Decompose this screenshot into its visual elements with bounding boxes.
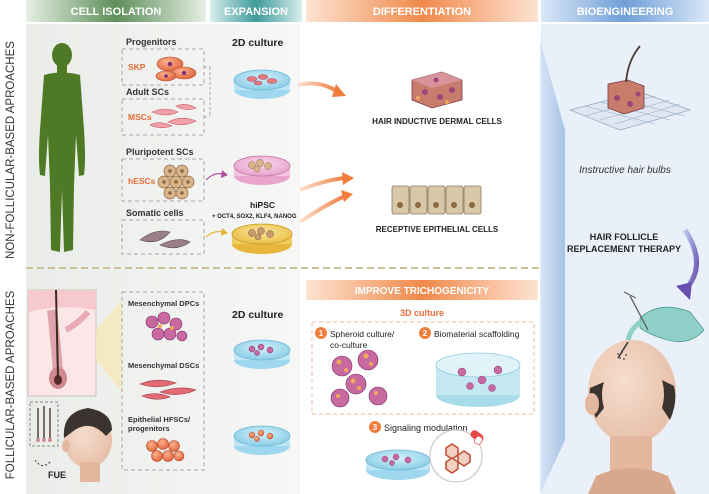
box-pluripotent-scs [121, 158, 205, 202]
label-improve-trichogenicity: IMPROVE TRICHOGENICITY [355, 286, 490, 297]
arrow-to-epithelial-1 [299, 176, 346, 192]
fue-arrow [34, 459, 51, 466]
label-therapy-line1: HAIR FOLLICLE [590, 232, 659, 242]
banner-improve-trichogenicity [306, 280, 538, 300]
dish-2d-top [233, 69, 291, 99]
epithelial-nuclei [397, 202, 475, 208]
arrow-somatic-to-dish [205, 230, 223, 238]
box-follicular-sources [121, 291, 205, 471]
dish-2d-follicular-2 [233, 425, 291, 455]
header-expansion [210, 0, 302, 22]
label-epithelial-hfscs: Epithelial HFSCs/ [128, 415, 191, 424]
badge-3-label: 3 [373, 423, 378, 432]
label-hescs: hESCs [128, 176, 156, 186]
box-somatic-cells [121, 219, 205, 255]
arrow-hesc-to-dish [205, 173, 223, 181]
arrow-to-epithelial-2 [298, 194, 346, 224]
arrow-head-somatic [221, 228, 228, 236]
label-adult-scs: Adult SCs [126, 87, 169, 97]
label-progenitors: Progenitors [126, 37, 177, 47]
side-label-non-follicular: NON-FOLLICULAR-BASED APROACHES [5, 41, 17, 259]
label-2d-culture-top: 2D culture [232, 37, 284, 49]
arrow-head-transplant [676, 282, 692, 300]
header-bioengineering-label: BIOENGINEERING [577, 6, 674, 18]
side-label-follicular: FOLLICULAR-BASED APROACHES [5, 290, 17, 479]
molecule-zoom-icon [429, 429, 484, 483]
label-mesenchymal-dscs: Mesenchymal DSCs [128, 361, 199, 370]
header-cell-isolation [26, 0, 206, 22]
gloved-hand-icon [617, 291, 705, 359]
badge-1 [315, 327, 327, 339]
dish-pink [233, 155, 291, 185]
label-skp: SKP [128, 62, 146, 72]
skp-cells-icon [155, 56, 197, 82]
hfsc-cells-icon [146, 438, 185, 462]
dish-yellow [231, 223, 293, 254]
fue-grafts-icon [37, 406, 51, 440]
dpc-cells-icon [145, 311, 188, 342]
label-hipsc: hiPSC [250, 200, 275, 210]
dsc-cells-icon [139, 379, 197, 400]
label-spheroid-2: co-culture [330, 340, 368, 350]
big-blue-arrow [540, 40, 565, 494]
hesc-nuclei [162, 169, 190, 195]
box-3d-culture [311, 321, 535, 415]
label-epithelial-progenitors: progenitors [128, 424, 170, 433]
arrow-head-epithelial-1 [342, 172, 354, 185]
arrow-head-hesc [221, 170, 228, 178]
zoom-wedge [96, 300, 122, 392]
dermal-cells-icon [411, 71, 463, 109]
header-differentiation-label: DIFFERENTIATION [373, 6, 471, 18]
label-instructive-hair-bulbs: Instructive hair bulbs [579, 165, 671, 176]
spheroids-icon [330, 349, 388, 408]
human-silhouette-icon [39, 43, 85, 252]
badge-1-label: 1 [319, 329, 324, 338]
label-pluripotent-scs: Pluripotent SCs [126, 147, 194, 157]
arrow-head-epithelial-2 [341, 190, 353, 202]
header-differentiation [306, 0, 538, 22]
label-mscs: MSCs [128, 112, 152, 122]
label-somatic-cells: Somatic cells [126, 208, 184, 218]
label-fue: FUE [48, 470, 66, 480]
donor-head-icon [62, 408, 112, 482]
scaffold-icon [435, 352, 521, 407]
label-hair-inductive: HAIR INDUCTIVE DERMAL CELLS [372, 117, 502, 126]
epithelial-cells-icon [391, 185, 482, 215]
header-bioengineering [541, 0, 709, 22]
header-expansion-label: EXPANSION [224, 6, 288, 18]
label-mesenchymal-dpcs: Mesenchymal DPCs [128, 299, 199, 308]
somatic-cells-icon [139, 230, 191, 249]
label-2d-culture-bottom: 2D culture [232, 309, 284, 321]
label-spheroid-1: Spheroid culture/ [330, 329, 395, 339]
recipient-head-icon [585, 340, 676, 494]
header-cell-isolation-label: CELL ISOLATION [71, 6, 162, 18]
msc-cells-icon [149, 104, 197, 129]
arrow-head-dermal [332, 84, 346, 97]
label-therapy-line2: REPLACEMENT THERAPY [567, 244, 681, 254]
label-3d-culture: 3D culture [400, 308, 444, 318]
instructive-hair-bulb-icon [568, 45, 692, 131]
label-factors: + OCT4, SOX2, KLF4, NANOG [212, 214, 297, 220]
label-biomaterial: Biomaterial scaffolding [434, 329, 520, 339]
hair-follicle-illustration [27, 289, 97, 397]
dish-2d-follicular-1 [233, 339, 291, 369]
label-receptive-epithelial: RECEPTIVE EPITHELIAL CELLS [376, 225, 499, 234]
badge-3 [369, 421, 381, 433]
fue-graft-bulbs [36, 438, 52, 442]
badge-2 [419, 327, 431, 339]
label-signaling: Signaling modulation [384, 423, 468, 433]
badge-2-label: 2 [423, 329, 428, 338]
fue-inset-box [29, 401, 59, 447]
signaling-dish-icon [365, 449, 431, 480]
